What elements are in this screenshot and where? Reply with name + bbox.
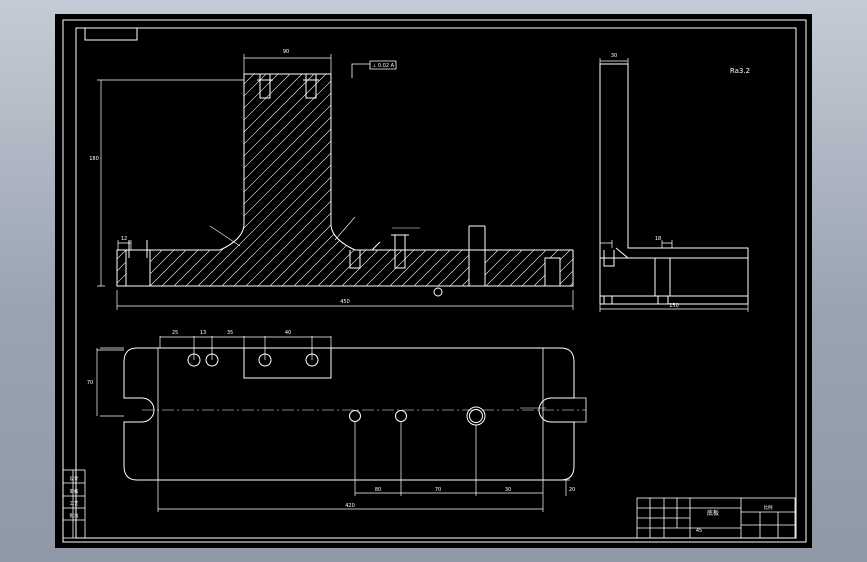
dim-small-a: 12: [121, 236, 127, 242]
dim-top-length: 420: [345, 503, 355, 509]
upright-footprint: [243, 347, 332, 379]
scale-label: 比例: [764, 504, 773, 511]
dim-top-height: 70: [87, 380, 93, 386]
revision-row-1: 审核: [70, 488, 79, 495]
dim-hole-spacing-2: 80: [375, 487, 381, 493]
paper-background: [55, 14, 812, 548]
dim-side-top: 30: [611, 53, 617, 59]
material-label: 45: [696, 528, 702, 534]
dim-front-width: 450: [340, 299, 350, 305]
dim-mid-spacing: 35: [227, 330, 233, 336]
dimension-texts: 90 180 450 12 30 150 70 25 13 35 40 80 7…: [87, 49, 679, 509]
side-view: [599, 58, 749, 312]
part-name: 底板: [707, 509, 719, 517]
revision-row-3: 批准: [70, 512, 79, 519]
top-view: [96, 336, 587, 512]
dim-top-small: 13: [200, 330, 206, 336]
datum-callout: ⊥ 0.02 A: [372, 63, 395, 69]
inner-border: [75, 27, 797, 539]
revision-row-2: 工艺: [70, 501, 79, 507]
roughness-note: Ra3.2: [730, 67, 750, 75]
title-block: [636, 497, 796, 539]
right-step: [544, 257, 561, 287]
revision-block: [62, 469, 86, 539]
dim-upright-width: 90: [283, 49, 289, 55]
left-counterbore: [125, 249, 151, 287]
pin-hole-section: [468, 249, 486, 287]
dim-small-b: 18: [655, 236, 661, 242]
dim-hole-spacing-1: 40: [285, 330, 291, 336]
dim-left-spacing: 25: [172, 330, 178, 336]
front-outline: [116, 73, 574, 287]
dim-front-height: 180: [89, 156, 99, 162]
revision-row-0: 设计: [70, 475, 79, 482]
dim-slot-len: 30: [505, 487, 511, 493]
revision-labels: 设计 审核 工艺 批准: [70, 475, 79, 519]
dim-side-width: 150: [669, 303, 679, 309]
dim-hole-spacing-3: 70: [435, 487, 441, 493]
outer-border: [62, 19, 807, 543]
drawing-number-box: [84, 27, 138, 41]
dim-bottom-small: 20: [569, 487, 575, 493]
